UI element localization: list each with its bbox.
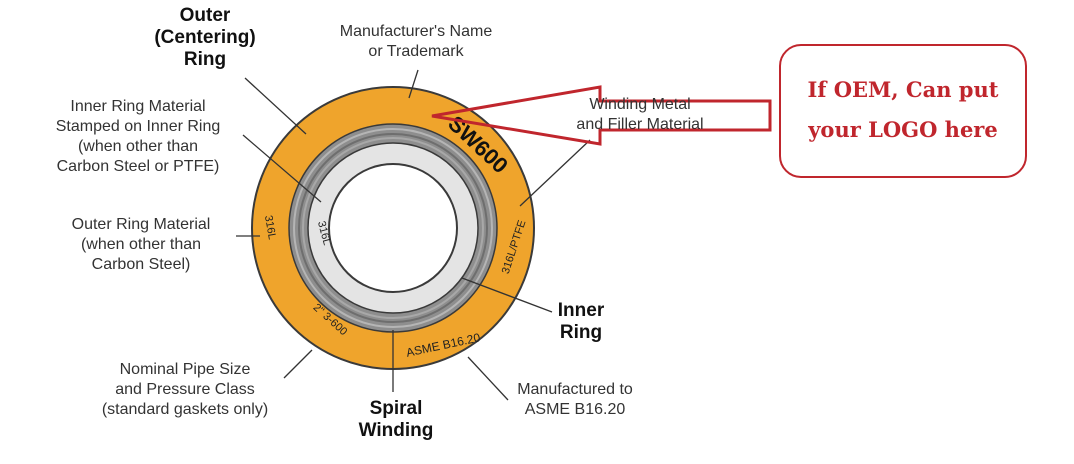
label-asme: Manufactured to ASME B16.20 xyxy=(502,380,648,420)
label-pipe-size: Nominal Pipe Size and Pressure Class (st… xyxy=(80,360,290,420)
label-outer-material-line3: Carbon Steel) xyxy=(91,256,191,273)
oem-callout-text: If OEM, Can put your LOGO here xyxy=(781,70,1025,150)
label-spiral-line1: Spiral xyxy=(369,398,423,419)
label-winding-metal: Winding Metal and Filler Material xyxy=(560,95,720,135)
label-manufacturer: Manufacturer's Name or Trademark xyxy=(318,22,514,62)
leader-manufacturer xyxy=(408,69,419,99)
label-inner-material-line2: Stamped on Inner Ring xyxy=(55,118,221,135)
label-winding-metal-line2: and Filler Material xyxy=(576,116,704,133)
label-outer-ring-line3: Ring xyxy=(183,49,227,70)
label-inner-ring-material: Inner Ring Material Stamped on Inner Rin… xyxy=(36,97,240,177)
leader-outer-ring xyxy=(244,77,307,135)
label-manufacturer-line2: or Trademark xyxy=(368,43,464,60)
label-inner-material-line3: (when other than xyxy=(77,138,199,155)
label-outer-material-line2: (when other than xyxy=(80,236,202,253)
label-pipe-size-line2: and Pressure Class xyxy=(115,381,255,398)
label-pipe-size-line3: (standard gaskets only) xyxy=(101,401,269,418)
label-spiral-line2: Winding xyxy=(358,420,434,441)
label-spiral-winding: Spiral Winding xyxy=(348,398,444,442)
label-inner-ring: Inner Ring xyxy=(546,300,616,344)
label-outer-ring-line1: Outer xyxy=(179,5,231,26)
label-winding-metal-line1: Winding Metal xyxy=(589,96,691,113)
leader-inner-ring xyxy=(461,277,553,313)
label-asme-line2: ASME B16.20 xyxy=(524,401,626,418)
leader-inner-material xyxy=(242,134,322,203)
label-asme-line1: Manufactured to xyxy=(517,381,633,398)
label-outer-ring-line2: (Centering) xyxy=(154,27,256,48)
label-outer-ring-material: Outer Ring Material (when other than Car… xyxy=(48,215,234,275)
leader-winding-metal xyxy=(519,139,591,207)
label-outer-material-line1: Outer Ring Material xyxy=(71,216,211,233)
leader-asme xyxy=(467,356,509,401)
label-pipe-size-line1: Nominal Pipe Size xyxy=(119,361,251,378)
leader-pipe-size xyxy=(283,349,313,379)
label-inner-material-line4: Carbon Steel or PTFE) xyxy=(56,158,220,175)
label-outer-ring: Outer (Centering) Ring xyxy=(150,5,260,71)
oem-callout-line1: If OEM, Can put xyxy=(807,77,999,102)
label-inner-ring-line1: Inner xyxy=(557,300,605,321)
oem-callout-box: If OEM, Can put your LOGO here xyxy=(779,44,1027,178)
oem-arrow xyxy=(431,85,772,146)
stamp-outer-ring-material: 316L xyxy=(262,214,278,240)
label-inner-material-line1: Inner Ring Material xyxy=(70,98,206,115)
label-manufacturer-line1: Manufacturer's Name xyxy=(339,23,493,40)
label-inner-ring-line2: Ring xyxy=(559,322,603,343)
gasket-bore xyxy=(328,163,458,293)
oem-callout-line2: your LOGO here xyxy=(808,117,998,142)
